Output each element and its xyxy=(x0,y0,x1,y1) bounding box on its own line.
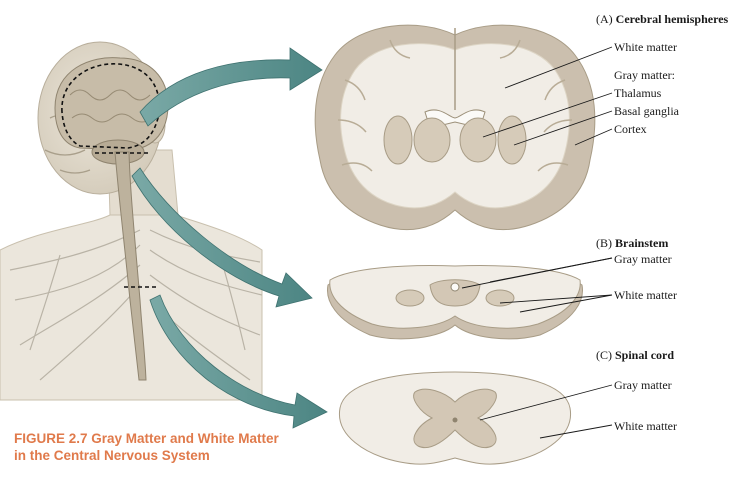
thalamus-left xyxy=(414,118,450,162)
figure-caption: FIGURE 2.7 Gray Matter and White Matter … xyxy=(14,430,279,464)
label-c-white-matter: White matter xyxy=(614,419,677,433)
caption-line-2: in the Central Nervous System xyxy=(14,447,279,464)
human-figure xyxy=(0,42,262,400)
brainstem-nucleus-right xyxy=(486,290,514,306)
label-b-gray-matter: Gray matter xyxy=(614,252,672,266)
panel-c-heading: (C) Spinal cord xyxy=(596,348,674,362)
label-a-gray-heading: Gray matter: xyxy=(614,68,675,82)
thalamus-right xyxy=(460,118,496,162)
label-a-cortex: Cortex xyxy=(614,122,647,136)
label-a-white-matter: White matter xyxy=(614,40,677,54)
panel-a-letter: (A) xyxy=(596,12,613,26)
panel-b-letter: (B) xyxy=(596,236,612,250)
label-b-white-matter: White matter xyxy=(614,288,677,302)
panel-c-letter: (C) xyxy=(596,348,612,362)
brainstem-nucleus-left xyxy=(396,290,424,306)
brainstem-section xyxy=(327,258,612,339)
panel-c-title: Spinal cord xyxy=(615,348,674,362)
label-a-basal-ganglia: Basal ganglia xyxy=(614,104,679,118)
basal-ganglia-right xyxy=(498,116,526,164)
cerebral-section xyxy=(315,25,612,229)
central-canal xyxy=(453,418,458,423)
label-a-thalamus: Thalamus xyxy=(614,86,661,100)
panel-b-heading: (B) Brainstem xyxy=(596,236,668,250)
caption-line-1: FIGURE 2.7 Gray Matter and White Matter xyxy=(14,430,279,447)
panel-a-heading: (A) Cerebral hemispheres xyxy=(596,12,728,26)
label-c-gray-matter: Gray matter xyxy=(614,378,672,392)
panel-a-title: Cerebral hemispheres xyxy=(616,12,729,26)
basal-ganglia-left xyxy=(384,116,412,164)
cerebral-aqueduct xyxy=(451,283,459,291)
panel-b-title: Brainstem xyxy=(615,236,668,250)
spinal-section xyxy=(339,372,612,464)
